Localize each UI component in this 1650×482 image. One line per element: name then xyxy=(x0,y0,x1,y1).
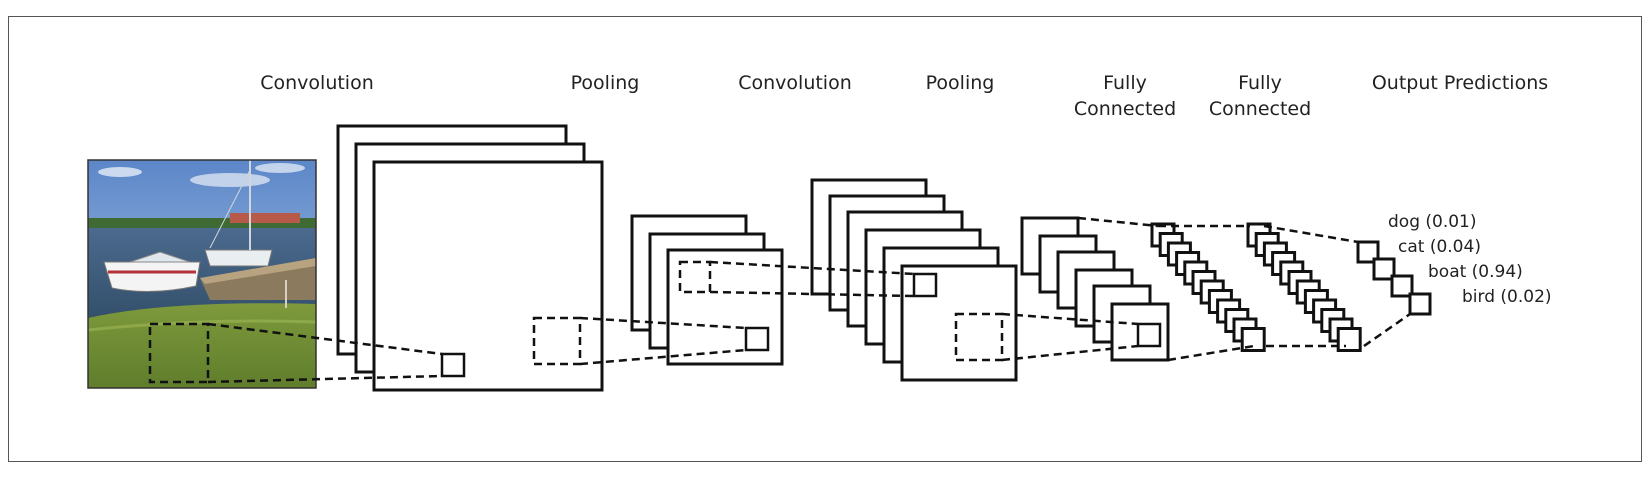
output-unit-cat xyxy=(1372,257,1396,281)
prediction-dog: dog (0.01) xyxy=(1388,212,1477,232)
dashed-connectors xyxy=(207,216,1411,384)
input-photo xyxy=(88,160,316,388)
prediction-cat: cat (0.04) xyxy=(1398,237,1481,257)
output-unit-bird xyxy=(1408,292,1432,316)
prediction-bird: bird (0.02) xyxy=(1462,287,1552,307)
fc1-units xyxy=(1150,222,1266,352)
conv2-pool-window xyxy=(954,312,1004,362)
label-convolution-2: Convolution xyxy=(738,72,852,94)
fc2-units xyxy=(1246,222,1362,352)
fc1-unit xyxy=(1240,327,1266,352)
pool2-unit xyxy=(1136,322,1162,348)
conv1-pool-window xyxy=(532,316,582,366)
output-unit-dog xyxy=(1356,240,1380,264)
label-pooling-1: Pooling xyxy=(570,72,640,94)
conv1-feature-maps xyxy=(336,124,604,392)
conv1-unit xyxy=(440,352,466,378)
label-fc2-line2: Connected xyxy=(1208,98,1312,120)
output-unit-boat xyxy=(1390,274,1414,298)
prediction-boat: boat (0.94) xyxy=(1428,262,1523,282)
label-fully-connected-2: Fully Connected xyxy=(1195,70,1325,122)
pool1-feature-maps xyxy=(630,214,784,366)
label-fc1-line2: Connected xyxy=(1073,98,1177,120)
pool2-feature-maps xyxy=(1020,216,1170,362)
input-photo-border xyxy=(87,159,317,389)
photo-receptive-field xyxy=(148,322,210,384)
conv2-unit xyxy=(912,272,938,298)
label-output-predictions: Output Predictions xyxy=(1371,72,1549,94)
label-convolution-1: Convolution xyxy=(260,72,374,94)
label-pooling-2: Pooling xyxy=(925,72,995,94)
pool1-unit xyxy=(744,326,770,352)
output-units xyxy=(1356,240,1432,316)
pool1-conv-window xyxy=(678,260,712,294)
label-fully-connected-1: Fully Connected xyxy=(1060,70,1190,122)
label-fc1-line1: Fully xyxy=(1103,72,1147,94)
fc2-unit xyxy=(1336,327,1362,352)
label-fc2-line1: Fully xyxy=(1238,72,1282,94)
